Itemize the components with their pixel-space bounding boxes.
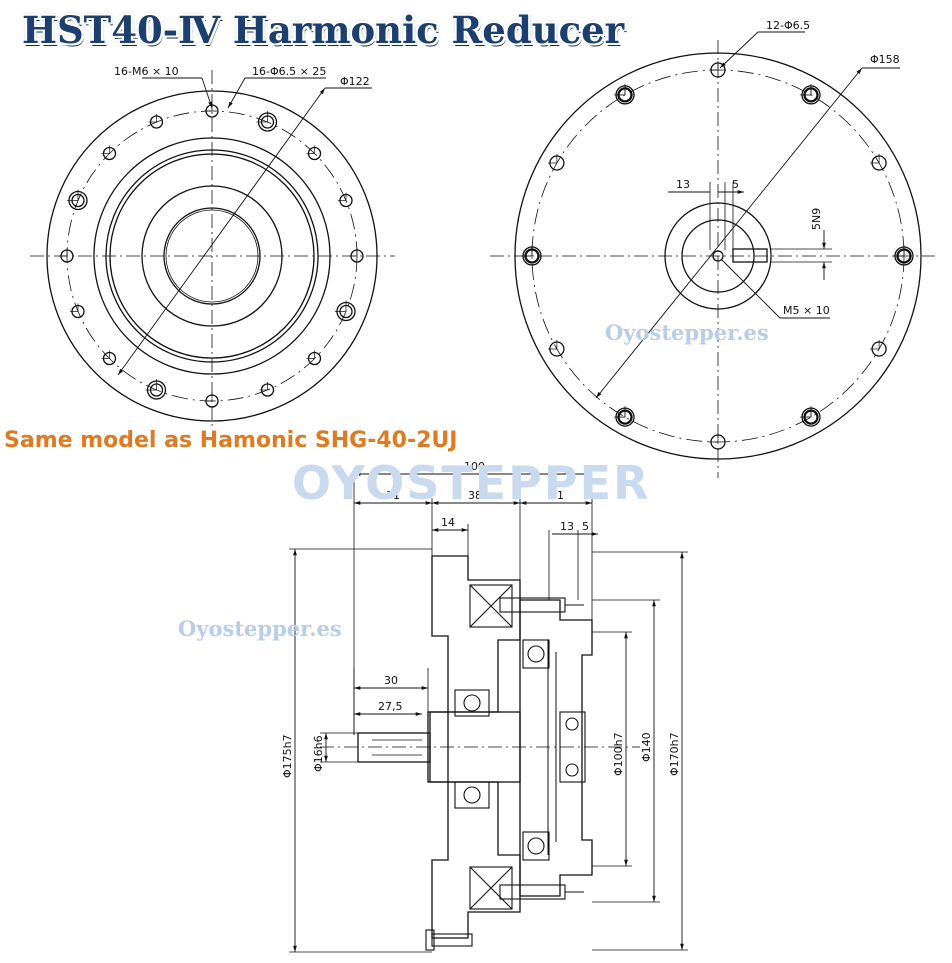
section-bolts — [425, 597, 584, 951]
watermark-logo: OYOSTEPPER — [292, 456, 651, 510]
rear-thread-label: M5 × 10 — [783, 304, 830, 317]
section-bearings — [454, 584, 586, 910]
right-length-label: 31 — [550, 489, 564, 502]
rear-tapped-hole — [521, 245, 542, 266]
rear-tapped-hole — [614, 83, 635, 105]
front-bolt-hole — [349, 248, 364, 263]
shaft-key-width-label: 5 — [582, 520, 589, 533]
rear-holes-label: 12-Φ6.5 — [766, 19, 810, 32]
shaft-length-label: 30 — [384, 674, 398, 687]
section-view — [289, 468, 688, 953]
page-title: HST40-Ⅳ Harmonic Reducer — [22, 8, 625, 52]
front-bolt-hole — [306, 350, 322, 366]
rear-tapped-hole — [614, 406, 635, 427]
output-diameter-label: Φ170h7 — [668, 732, 681, 776]
front-bolt-hole — [204, 393, 219, 408]
shaft-diameter-label: Φ16h6 — [312, 735, 325, 772]
pitch-diameter-label: Φ140 — [640, 732, 653, 762]
section-dimension-lines — [293, 472, 684, 952]
watermark-text-1: Oyostepper.es — [605, 320, 769, 345]
rear-bolt-hole — [709, 61, 726, 78]
rear-tapped-hole — [893, 245, 914, 266]
rear-thread-leader — [721, 259, 781, 319]
section-shaft — [357, 732, 431, 763]
outer-diameter-label: Φ175h7 — [281, 734, 294, 778]
rear-view — [490, 31, 935, 478]
section-flexspline — [547, 640, 557, 855]
section-extension-lines — [289, 468, 688, 953]
flange-width-label: 14 — [441, 516, 455, 529]
rear-tapped-hole — [800, 83, 821, 105]
front-bolt-hole — [259, 382, 275, 397]
front-bolt-hole — [145, 379, 167, 400]
front-bolt-hole — [70, 303, 85, 319]
rear-key-width-label: 5 — [732, 178, 739, 191]
rear-key-offset-label: 13 — [676, 178, 690, 191]
front-diameter-leader — [117, 87, 326, 376]
front-bolt-hole — [67, 189, 88, 211]
front-bolt-hole — [101, 145, 117, 161]
front-bolt-hole — [101, 350, 117, 366]
middle-length-label: 38 — [468, 489, 482, 502]
rear-bolt-circle-label: Φ158 — [870, 53, 900, 66]
rear-tapped-hole — [800, 406, 821, 427]
front-bolt-hole — [148, 114, 164, 129]
rear-view-centerlines — [490, 40, 935, 478]
shaft-key-offset-label: 13 — [560, 520, 574, 533]
section-labels: 100 31 38 31 14 13 5 30 27,5 Φ175h7 Φ16h… — [281, 460, 681, 778]
pilot-diameter-label: Φ100h7 — [612, 732, 625, 776]
front-bolt-hole — [338, 192, 353, 208]
left-length-label: 31 — [386, 489, 400, 502]
front-bolt-hole — [59, 248, 74, 263]
rear-keyway — [732, 248, 768, 263]
key-length-label: 27,5 — [378, 700, 403, 713]
rear-diameter-leader — [595, 67, 863, 399]
overall-length-label: 100 — [464, 460, 485, 473]
front-through-holes-label: 16-Φ6.5 × 25 — [252, 65, 326, 78]
rear-bolt-hole — [870, 340, 887, 357]
front-view — [30, 70, 395, 440]
rear-outer-circle — [514, 52, 922, 460]
subtitle: Same model as Hamonic SHG-40-2UJ — [4, 428, 458, 453]
rear-keyway-label: 5N9 — [810, 208, 823, 230]
front-bolt-hole — [256, 111, 278, 132]
front-tapped-holes-label: 16-M6 × 10 — [114, 65, 179, 78]
front-bolt-circle-label: Φ122 — [340, 75, 370, 88]
front-view-centerlines — [30, 70, 395, 440]
rear-holes — [521, 61, 914, 450]
section-output-body — [519, 599, 593, 897]
rear-bolt-hole — [547, 154, 565, 171]
watermark-text-2: Oyostepper.es — [178, 616, 342, 641]
rear-bolt-hole — [547, 340, 565, 357]
rear-bolt-hole — [870, 154, 887, 171]
front-bolt-hole — [335, 300, 356, 322]
rear-bolt-hole — [709, 433, 726, 450]
